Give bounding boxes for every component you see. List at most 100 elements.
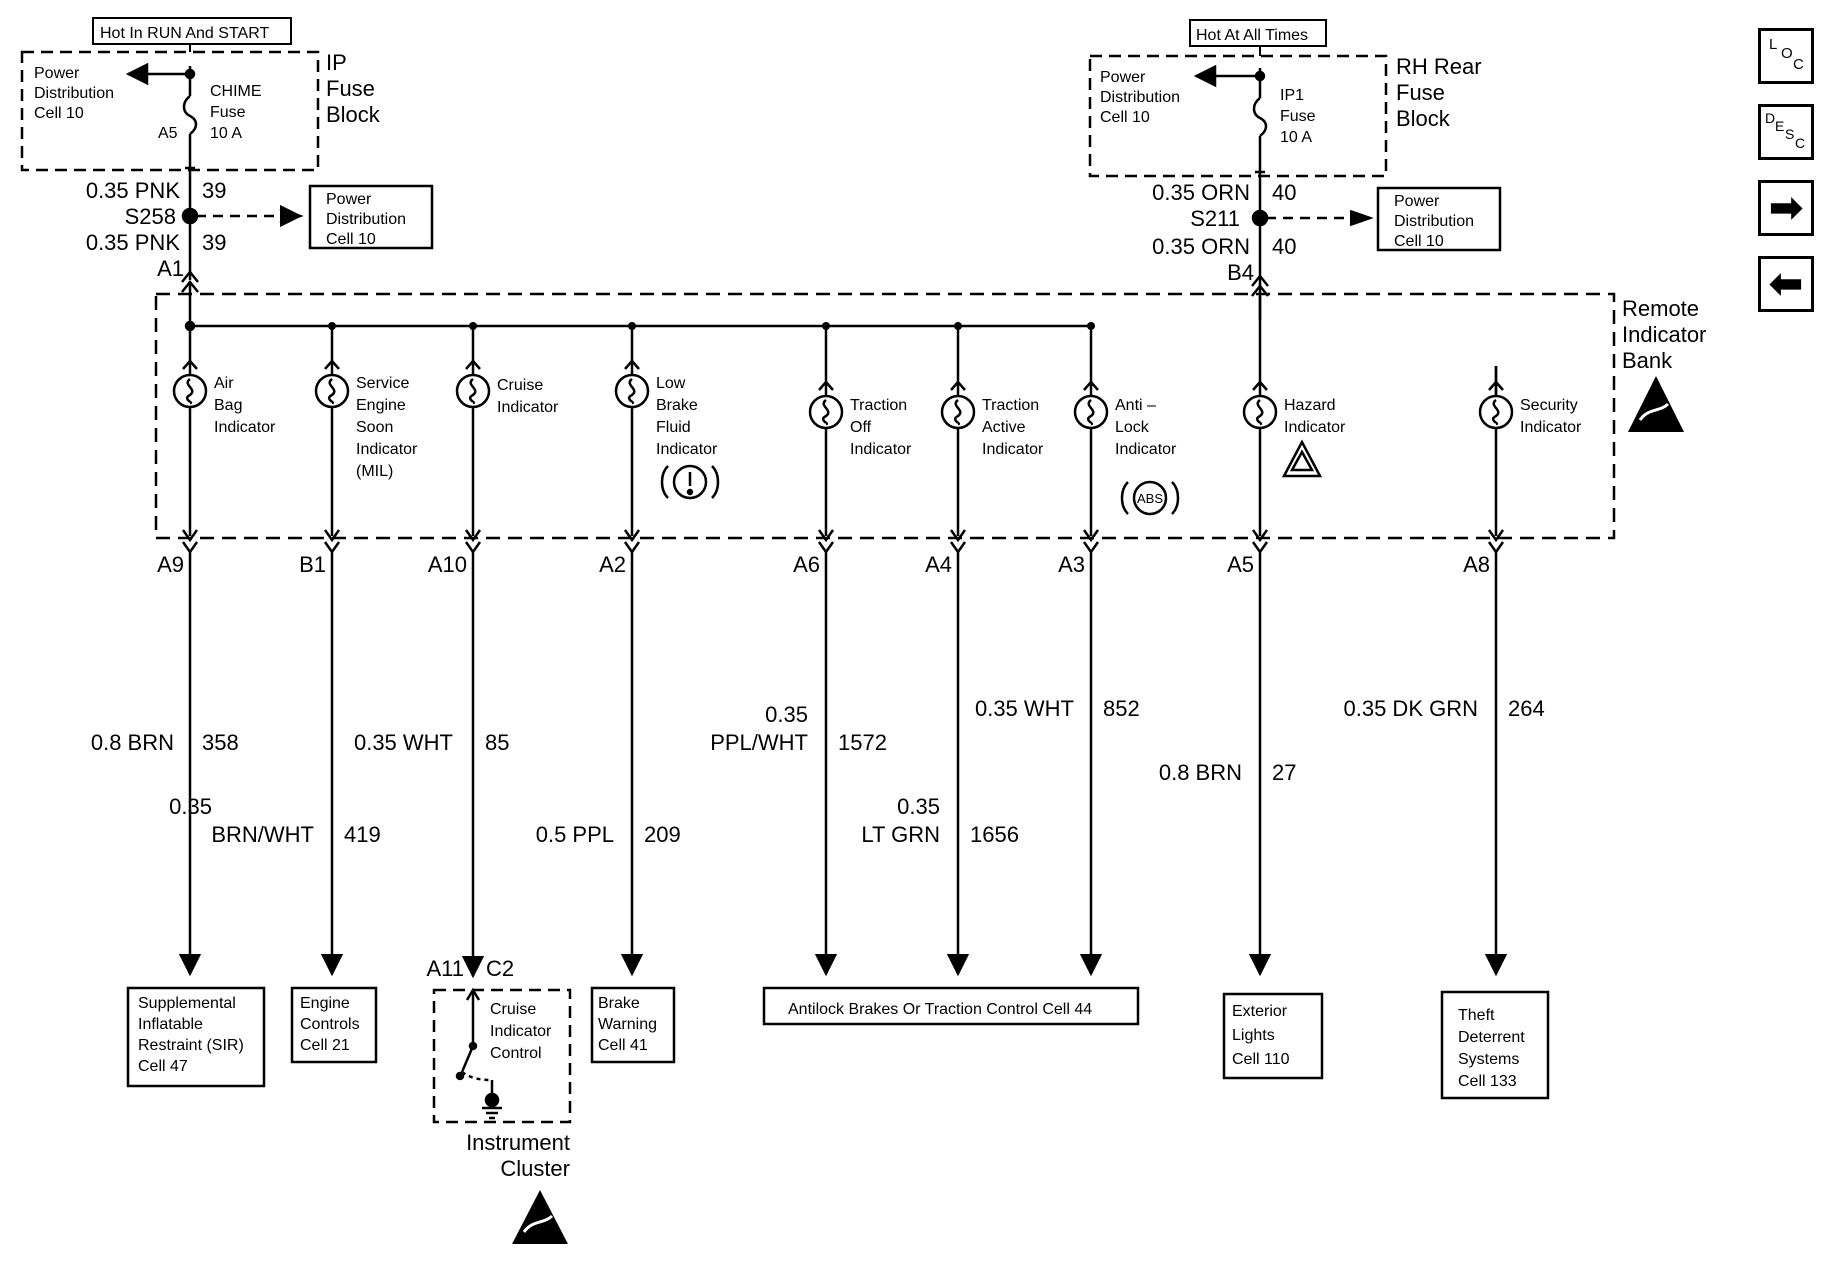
left-wire-bottom: 0.35 PNK — [86, 230, 180, 255]
wire-color-label: LT GRN — [861, 822, 940, 847]
connector-chevron — [949, 541, 967, 555]
left-fuse-line-2: Fuse — [210, 104, 246, 121]
desc-letter-2: E — [1775, 118, 1784, 134]
bulb-filament — [1255, 399, 1264, 426]
right-block-title-3: Block — [1396, 106, 1451, 131]
loc-button[interactable]: L O C — [1758, 28, 1814, 84]
abs-arc-left — [1120, 481, 1129, 515]
brake-exclaim-dot — [686, 488, 694, 496]
indicator-label: Indicator — [1284, 419, 1346, 436]
circuit-number: 852 — [1103, 696, 1140, 721]
circuit-number: 85 — [485, 730, 509, 755]
abs-icon — [1132, 480, 1168, 516]
indicator-label: Indicator — [1520, 419, 1582, 436]
dest-engine-3: Cell 21 — [300, 1037, 350, 1054]
left-connector: A1 — [157, 256, 184, 281]
desc-letter-4: C — [1795, 135, 1805, 151]
hazard-triangle-inner — [1289, 449, 1315, 472]
header-right: Hot At All Times — [1196, 27, 1308, 44]
indicator-label: (MIL) — [356, 463, 393, 480]
back-arrow-button[interactable]: ⬅ — [1758, 256, 1814, 312]
pin-label: A9 — [157, 552, 184, 577]
loc-letter-1: L — [1769, 36, 1777, 53]
remote-bank-line-2: Indicator — [1622, 322, 1706, 347]
remote-bank-line-1: Remote — [1622, 296, 1699, 321]
right-fuse-line-1: IP1 — [1280, 87, 1304, 104]
indicator-label: Off — [850, 419, 872, 436]
indicator-label: Service — [356, 375, 409, 392]
right-wire-bottom: 0.35 ORN — [1152, 234, 1250, 259]
indicator-symbols: ABS — [660, 439, 1323, 516]
left-circuit-bottom: 39 — [202, 230, 226, 255]
circuit-number: 209 — [644, 822, 681, 847]
esd-symbol-bank — [1628, 376, 1684, 432]
indicator-label: Active — [982, 419, 1026, 436]
pin-label: B1 — [299, 552, 326, 577]
bulb-filament — [327, 378, 336, 405]
connector-chevron — [950, 380, 966, 391]
connector-chevron — [465, 359, 481, 370]
dest-theft-3: Systems — [1458, 1051, 1519, 1068]
circuit-number: 264 — [1508, 696, 1545, 721]
dest-theft-1: Theft — [1458, 1007, 1495, 1024]
connector-chevron — [181, 529, 199, 543]
connector-chevron — [1082, 529, 1100, 543]
indicator-label: Hazard — [1284, 397, 1336, 414]
instrument-cluster — [432, 987, 572, 1124]
circuit-number: 1572 — [838, 730, 887, 755]
connector-chevron — [181, 541, 199, 555]
pd-box-left-2: Distribution — [326, 211, 406, 228]
circuit-number: 358 — [202, 730, 239, 755]
indicator-label: Indicator — [656, 441, 718, 458]
wire-color-label: 0.35 — [765, 702, 808, 727]
connector-chevron — [1083, 380, 1099, 391]
connector-chevron — [1488, 380, 1504, 391]
indicator-label: Security — [1520, 397, 1578, 414]
dest-sir-3: Restraint (SIR) — [138, 1037, 244, 1054]
indicator-label: Indicator — [850, 441, 912, 458]
indicator-label: Cruise — [497, 377, 543, 394]
wire-color-label: 0.8 BRN — [91, 730, 174, 755]
wire-color-label: 0.35 WHT — [354, 730, 453, 755]
dest-exterior-1: Exterior — [1232, 1003, 1288, 1020]
bulb-filament — [627, 378, 636, 405]
forward-arrow-button[interactable]: ➡ — [1758, 180, 1814, 236]
wire-color-label: 0.35 WHT — [975, 696, 1074, 721]
indicator-label: Brake — [656, 397, 698, 414]
indicator-label: Indicator — [1115, 441, 1177, 458]
left-pd-line-3: Cell 10 — [34, 105, 84, 122]
connector-chevron — [623, 529, 641, 543]
left-circuit-top: 39 — [202, 178, 226, 203]
left-block-title-3: Block — [326, 102, 381, 127]
connector-chevron — [624, 359, 640, 370]
indicator-column — [172, 322, 208, 555]
circuit-number: 27 — [1272, 760, 1296, 785]
connector-chevron — [949, 529, 967, 543]
connector-chevron — [817, 541, 835, 555]
connector-chevron — [818, 380, 834, 391]
dest-sir-2: Inflatable — [138, 1016, 203, 1033]
dest-brake-2: Warning — [598, 1016, 657, 1033]
right-pd-line-1: Power — [1100, 69, 1146, 86]
indicator-column — [1242, 326, 1278, 555]
desc-button-label: D E S C — [1765, 110, 1805, 151]
dest-sir-4: Cell 47 — [138, 1058, 188, 1075]
wire-color-label: 0.35 DK GRN — [1344, 696, 1479, 721]
indicator-column — [1073, 322, 1109, 555]
desc-button[interactable]: D E S C — [1758, 104, 1814, 160]
left-block-title-1: IP — [326, 50, 347, 75]
bulb-filament — [1491, 399, 1500, 426]
right-circuit-top: 40 — [1272, 180, 1296, 205]
indicator-label: Air — [214, 375, 234, 392]
pin-label: A3 — [1058, 552, 1085, 577]
bulb-filament — [1086, 399, 1095, 426]
brake-arc-right — [711, 465, 720, 499]
left-fuse-block — [20, 17, 320, 280]
loc-button-label: L O C — [1769, 36, 1804, 73]
indicator-label: Bag — [214, 397, 242, 414]
remote-bank-line-3: Bank — [1622, 348, 1673, 373]
left-fuse-line-3: 10 A — [210, 125, 242, 142]
dest-brake-1: Brake — [598, 995, 640, 1012]
right-block-title-1: RH Rear — [1396, 54, 1482, 79]
connector-chevron — [1487, 529, 1505, 543]
